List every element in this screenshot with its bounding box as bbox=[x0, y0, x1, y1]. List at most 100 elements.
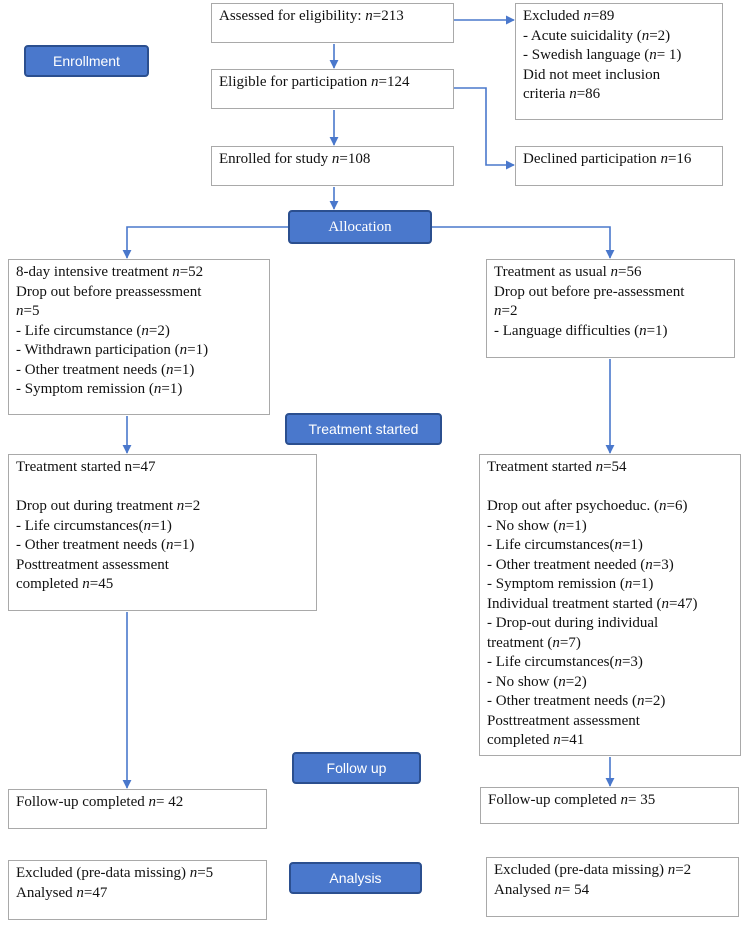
line-text: =54 bbox=[603, 459, 627, 475]
box-line: Analysed n= 54 bbox=[494, 881, 731, 901]
n-variable: n bbox=[179, 342, 188, 358]
arrow-eligible-to-declined bbox=[454, 87, 515, 170]
line-text: =86 bbox=[576, 86, 601, 102]
line-text: =2 bbox=[675, 862, 692, 878]
line-text: Excluded (pre-data missing) bbox=[494, 862, 668, 878]
n-variable: n bbox=[365, 8, 373, 24]
box-line: Drop out during treatment n=2 bbox=[16, 497, 309, 517]
box-line: Assessed for eligibility: n=213 bbox=[219, 7, 446, 27]
box-line: Treatment started n=54 bbox=[487, 458, 733, 478]
box-line: - No show (n=2) bbox=[487, 673, 733, 693]
n-variable: n bbox=[148, 794, 156, 810]
enrolled-box: Enrolled for study n=108 bbox=[211, 146, 454, 186]
line-text: =1) bbox=[646, 322, 668, 339]
line-text: - Acute suicidality ( bbox=[523, 27, 642, 44]
box-line: Treatment as usual n=56 bbox=[494, 263, 727, 283]
line-text: = 42 bbox=[155, 794, 184, 810]
line-text: Individual treatment started ( bbox=[487, 595, 662, 612]
box-line: - Symptom remission (n=1) bbox=[16, 380, 262, 400]
line-text: =1) bbox=[150, 517, 172, 534]
box-line: Declined participation n=16 bbox=[523, 150, 715, 170]
line-text: Drop out before preassessment bbox=[16, 283, 202, 300]
box-line: - Life circumstances(n=1) bbox=[16, 517, 309, 537]
blank-line bbox=[16, 478, 309, 498]
line-text: - No show ( bbox=[487, 673, 559, 690]
line-text: = 1) bbox=[656, 47, 682, 63]
box-line: Drop out after psychoeduc. (n=6) bbox=[487, 497, 733, 517]
n-variable: n bbox=[620, 792, 628, 808]
line-text: =213 bbox=[372, 8, 404, 24]
n-variable: n bbox=[141, 322, 149, 339]
n-variable: n bbox=[636, 693, 645, 709]
line-text: Treatment as usual bbox=[494, 264, 611, 280]
line-text: =5 bbox=[23, 303, 40, 319]
line-text: =124 bbox=[378, 74, 410, 90]
n-variable: n bbox=[331, 151, 340, 167]
line-text: = 54 bbox=[561, 881, 590, 898]
line-text: - Life circumstances( bbox=[487, 537, 615, 553]
line-text: =3) bbox=[621, 654, 643, 670]
line-text: - Life circumstance ( bbox=[16, 322, 142, 339]
declined-box: Declined participation n=16 bbox=[515, 146, 723, 186]
box-line: Analysed n=47 bbox=[16, 884, 259, 904]
line-text: = 35 bbox=[627, 792, 656, 808]
box-line: completed n=45 bbox=[16, 575, 309, 595]
line-text: =89 bbox=[590, 8, 615, 24]
n-variable: n bbox=[583, 8, 591, 24]
box-line: - Symptom remission (n=1) bbox=[487, 575, 733, 595]
line-text: =5 bbox=[197, 865, 214, 881]
line-text: - Other treatment needs ( bbox=[487, 693, 637, 709]
n-variable: n bbox=[558, 517, 566, 534]
box-line: - Drop-out during individual bbox=[487, 614, 733, 634]
blank-line bbox=[487, 478, 733, 498]
line-text: =2 bbox=[501, 303, 518, 319]
tau-followup-box: Follow-up completed n= 35 bbox=[480, 787, 739, 824]
n-variable: n bbox=[641, 27, 650, 44]
line-text: - Other treatment needs ( bbox=[16, 361, 166, 378]
line-text: - Symptom remission ( bbox=[16, 381, 154, 397]
line-text: criteria bbox=[523, 86, 570, 102]
box-line: - Life circumstances(n=1) bbox=[487, 536, 733, 556]
line-text: Follow-up completed bbox=[16, 794, 149, 810]
line-text: Analysed bbox=[16, 884, 77, 901]
line-text: =108 bbox=[339, 151, 371, 167]
box-line: - Acute suicidality (n=2) bbox=[523, 27, 715, 47]
n-variable: n bbox=[165, 537, 174, 553]
box-line: Posttreatment assessment bbox=[16, 556, 309, 576]
line-text: treatment ( bbox=[487, 634, 553, 651]
box-line: Drop out before preassessment bbox=[16, 283, 262, 303]
box-line: Excluded (pre-data missing) n=2 bbox=[494, 861, 731, 881]
line-text: =2) bbox=[644, 693, 666, 709]
n-variable: n bbox=[165, 361, 174, 378]
n-variable: n bbox=[614, 654, 622, 670]
line-text: =1) bbox=[565, 517, 587, 534]
n-variable: n bbox=[649, 47, 657, 63]
n-variable: n bbox=[552, 634, 560, 651]
treatment-started-stage: Treatment started bbox=[285, 413, 442, 445]
box-line: - Swedish language (n= 1) bbox=[523, 46, 715, 66]
line-text: - Symptom remission ( bbox=[487, 576, 625, 592]
box-line: Individual treatment started (n=47) bbox=[487, 595, 733, 615]
excluded-enrollment-box: Excluded n=89- Acute suicidality (n=2)- … bbox=[515, 3, 723, 120]
box-line: - Withdrawn participation (n=1) bbox=[16, 341, 262, 361]
box-line: n=2 bbox=[494, 302, 727, 322]
n-variable: n bbox=[624, 576, 633, 592]
line-text: =2) bbox=[565, 673, 587, 690]
line-text: Excluded (pre-data missing) bbox=[16, 865, 190, 881]
line-text: =2) bbox=[148, 322, 170, 339]
line-text: =47) bbox=[669, 595, 698, 612]
enrollment-stage: Enrollment bbox=[24, 45, 149, 77]
box-line: Posttreatment assessment bbox=[487, 712, 733, 732]
n-variable: n bbox=[610, 264, 619, 280]
line-text: =47 bbox=[83, 884, 108, 901]
n-variable: n bbox=[595, 459, 604, 475]
line-text: Declined participation bbox=[523, 151, 661, 167]
line-text: =1) bbox=[632, 576, 654, 592]
n-variable: n bbox=[494, 303, 502, 319]
